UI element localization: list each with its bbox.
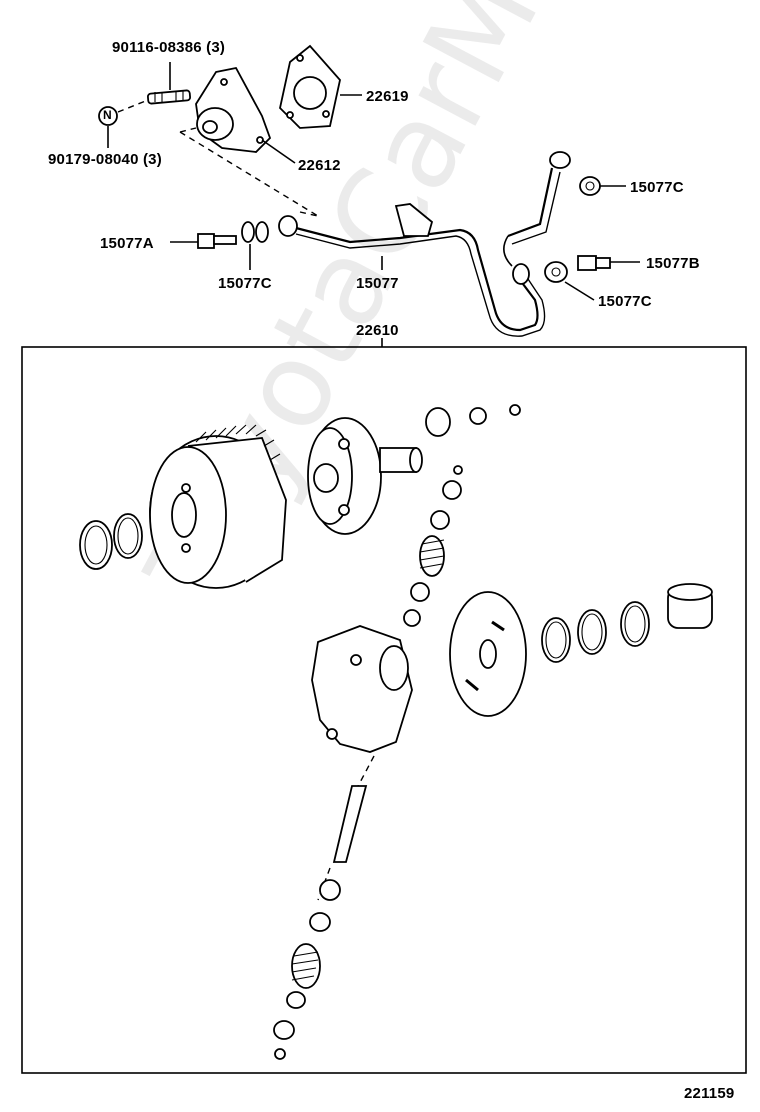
washer-15077c-right [544, 261, 595, 301]
union-bolt-b [577, 255, 640, 271]
gasket-22619 [279, 44, 362, 129]
label-union-bolt-a: 15077A [100, 235, 154, 252]
label-housing: 22612 [298, 157, 341, 174]
hub-shaft [307, 417, 423, 535]
union-bolt-a [170, 233, 237, 249]
washers-15077c-left [241, 221, 269, 270]
oil-pipe-15077 [278, 151, 571, 337]
label-assembly: 22610 [356, 322, 399, 339]
disc-plate [449, 591, 527, 717]
label-union-bolt-b: 15077B [646, 255, 700, 272]
label-nut: 90179-08040 (3) [48, 151, 162, 168]
rings-right [541, 583, 713, 663]
label-gasket-c-left: 15077C [218, 275, 272, 292]
snap-ring-left [79, 513, 143, 570]
washer-15077c-top [579, 176, 626, 196]
timing-gear [149, 424, 287, 589]
label-nut-mark: N [103, 108, 112, 122]
pin-stack [273, 755, 375, 1060]
vane-rotor [311, 625, 413, 753]
label-diagram-no: 221159 [684, 1085, 735, 1102]
stud-bolt [146, 62, 192, 105]
nut-n [98, 99, 149, 148]
label-gasket-c-right: 15077C [598, 293, 652, 310]
small-parts-top [403, 404, 521, 627]
label-pipe: 15077 [356, 275, 399, 292]
assembly-frame [21, 346, 747, 1074]
housing-22612 [179, 66, 319, 217]
label-stud: 90116-08386 (3) [112, 39, 226, 56]
label-gasket: 22619 [366, 88, 409, 105]
label-gasket-c-top: 15077C [630, 179, 684, 196]
